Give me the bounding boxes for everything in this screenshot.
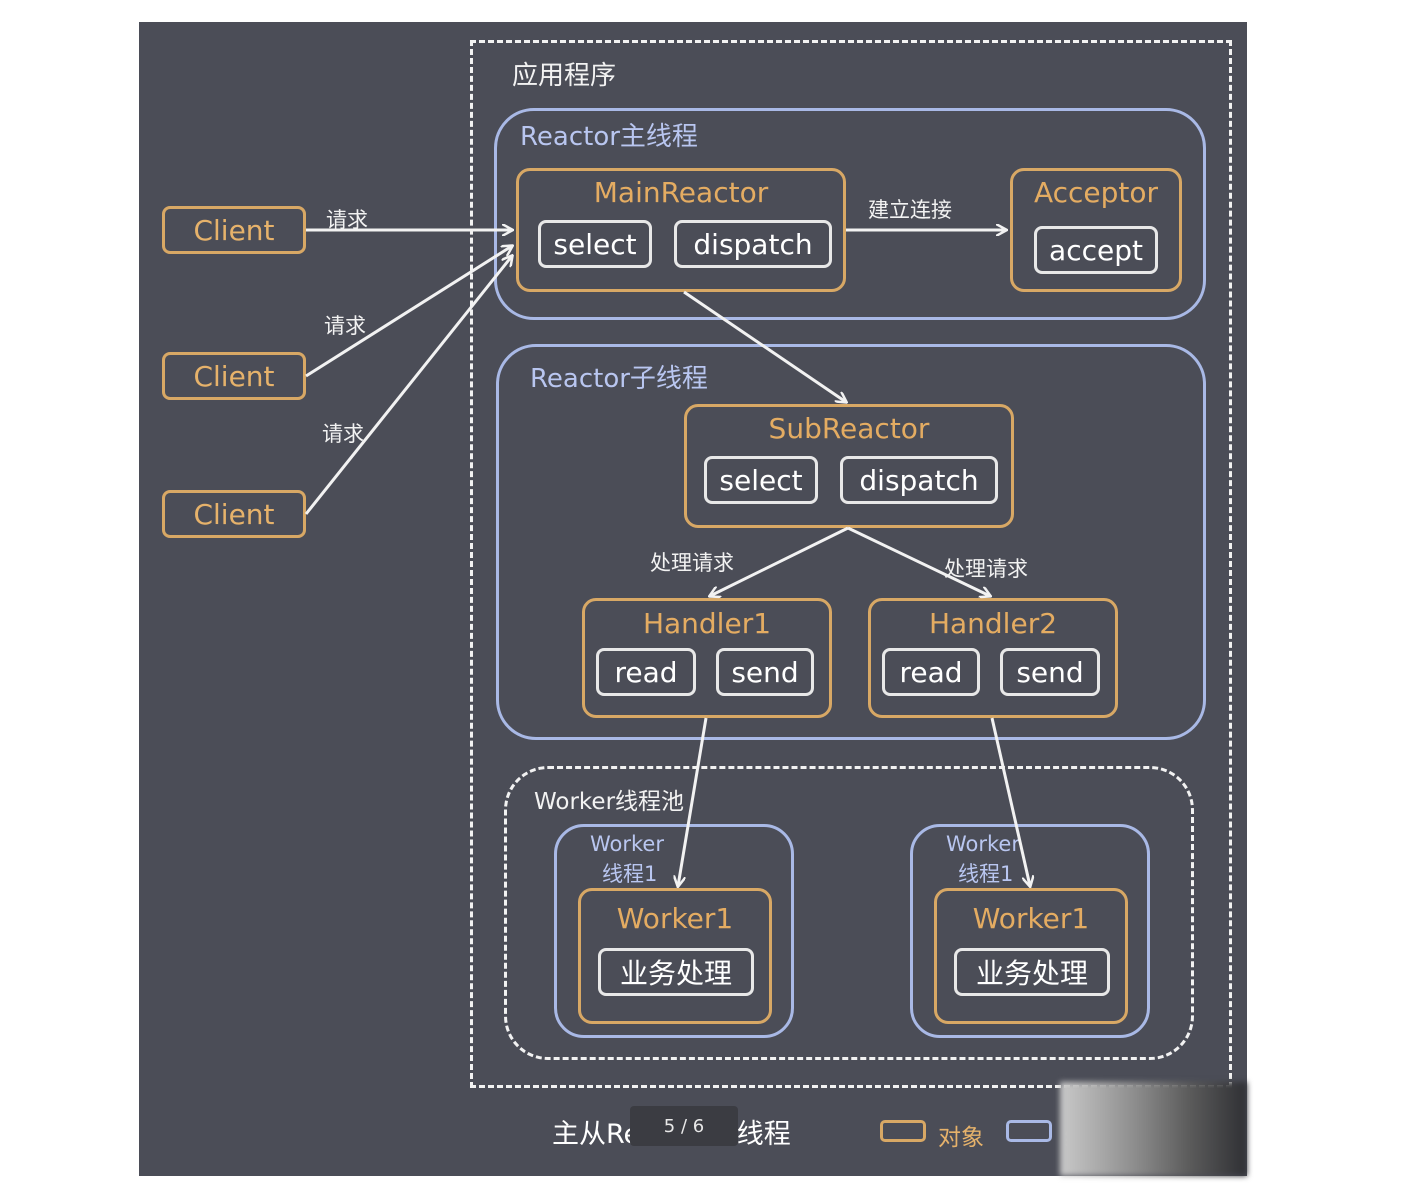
worker1-box-2 <box>934 888 1128 1024</box>
main-dispatch-box: dispatch <box>674 220 832 268</box>
acceptor-box <box>1010 168 1182 292</box>
legend-object-swatch <box>880 1120 926 1142</box>
worker-thread-1-line2: 线程1 <box>602 862 658 886</box>
handler2-title: Handler2 <box>928 607 1058 640</box>
handler2-send-box: send <box>1000 648 1100 696</box>
request-label-1: 请求 <box>326 208 368 232</box>
request-label-3: 请求 <box>322 422 364 446</box>
arrow-subreactor-to-handler1 <box>710 526 849 596</box>
acceptor-title: Acceptor <box>1033 176 1159 209</box>
handler1-read-box: read <box>596 648 696 696</box>
handler1-send-box: send <box>716 648 814 696</box>
arrow-mainreactor-to-subreactor <box>683 290 846 402</box>
handler1-title: Handler1 <box>642 607 772 640</box>
worker1-title-1: Worker1 <box>616 902 734 935</box>
arrow-subreactor-to-handler2 <box>847 526 990 596</box>
arrow-handler2-to-worker2 <box>990 717 1030 886</box>
reactor-main-thread-label: Reactor主线程 <box>520 122 698 152</box>
page-indicator[interactable]: 5 / 6 <box>630 1106 738 1146</box>
reactor-main-thread <box>494 108 1206 320</box>
arrow-client3-to-mainreactor <box>304 256 512 515</box>
legend-thread-swatch <box>1006 1120 1052 1142</box>
sub-select-box: select <box>704 456 818 504</box>
worker1-title-2: Worker1 <box>972 902 1090 935</box>
worker-thread-2-line1: Worker <box>946 832 1020 856</box>
main-reactor-title: MainReactor <box>593 176 769 209</box>
worker1-box-1 <box>578 888 772 1024</box>
worker-thread-box-1 <box>554 824 794 1038</box>
reactor-sub-thread <box>496 344 1206 740</box>
worker-thread-2-line2: 线程1 <box>958 862 1014 886</box>
legend-object-label: 对象 <box>938 1125 984 1151</box>
blurred-watermark <box>1060 1082 1247 1176</box>
handle-request-label-1: 处理请求 <box>650 551 734 575</box>
client-box-1: Client <box>162 206 306 254</box>
sub-dispatch-box: dispatch <box>840 456 998 504</box>
reactor-sub-thread-label: Reactor子线程 <box>530 364 708 394</box>
main-reactor-box <box>516 168 846 292</box>
arrow-handler1-to-worker1 <box>678 717 708 886</box>
handler1-box <box>582 598 832 718</box>
arrow-client2-to-mainreactor <box>305 246 512 378</box>
worker-pool-boundary <box>504 766 1194 1060</box>
sub-reactor-box <box>684 404 1014 528</box>
application-label: 应用程序 <box>512 61 617 91</box>
business-process-box-2: 业务处理 <box>954 948 1110 996</box>
handle-request-label-2: 处理请求 <box>944 557 1028 581</box>
accept-box: accept <box>1034 226 1158 274</box>
connect-label: 建立连接 <box>868 198 952 222</box>
request-label-2: 请求 <box>324 314 366 338</box>
business-process-box-1: 业务处理 <box>598 948 754 996</box>
worker-thread-1-line1: Worker <box>590 832 664 856</box>
client-box-2: Client <box>162 352 306 400</box>
handler2-box <box>868 598 1118 718</box>
worker-pool-label: Worker线程池 <box>534 789 685 815</box>
sub-reactor-title: SubReactor <box>768 412 930 445</box>
worker-thread-box-2 <box>910 824 1150 1038</box>
application-boundary <box>470 40 1232 1088</box>
client-box-3: Client <box>162 490 306 538</box>
main-select-box: select <box>538 220 652 268</box>
handler2-read-box: read <box>882 648 980 696</box>
